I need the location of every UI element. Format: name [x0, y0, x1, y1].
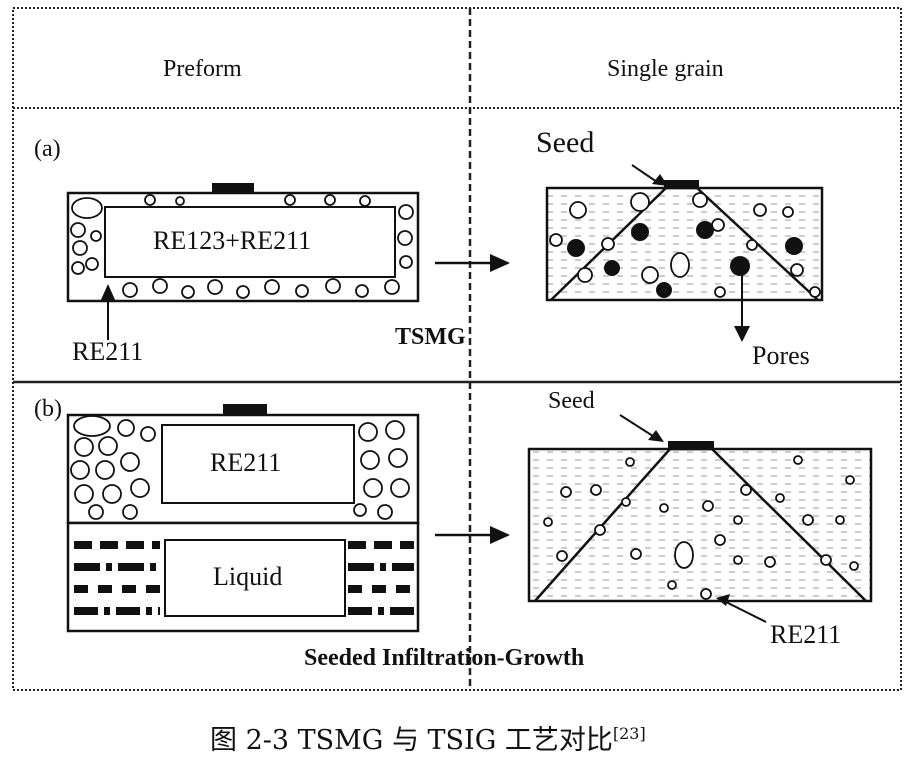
- panel-b-process-label: Seeded Infiltration-Growth: [304, 645, 585, 671]
- panel-a-single-grain: [545, 164, 824, 342]
- panel-a-seed-label: Seed: [536, 126, 595, 159]
- header-single-grain: Single grain: [607, 56, 724, 82]
- header-preform: Preform: [163, 56, 242, 82]
- panel-b-tag: (b): [34, 396, 62, 422]
- panel-b-re211-label: RE211: [770, 620, 842, 649]
- panel-b-seed-label: Seed: [548, 388, 595, 414]
- panel-a-pores-label: Pores: [752, 341, 810, 370]
- panel-a-inner-label: RE123+RE211: [153, 226, 312, 255]
- caption-text: 图 2-3 TSMG 与 TSIG 工艺对比: [210, 725, 613, 756]
- table-frame: [12, 7, 902, 691]
- caption-reference: [23]: [612, 724, 646, 743]
- panel-a-preform: [66, 183, 420, 340]
- panel-a-tag: (a): [34, 136, 61, 162]
- panel-a-process-label: TSMG: [395, 324, 466, 350]
- panel-a-re211-label: RE211: [72, 337, 144, 366]
- panel-b-single-grain: [527, 414, 873, 623]
- panel-b-preform: [66, 404, 420, 633]
- panel-b-upper-label: RE211: [210, 448, 282, 477]
- panel-b-lower-label: Liquid: [213, 562, 283, 591]
- figure-caption: 图 2-3 TSMG 与 TSIG 工艺对比[23]: [210, 718, 646, 757]
